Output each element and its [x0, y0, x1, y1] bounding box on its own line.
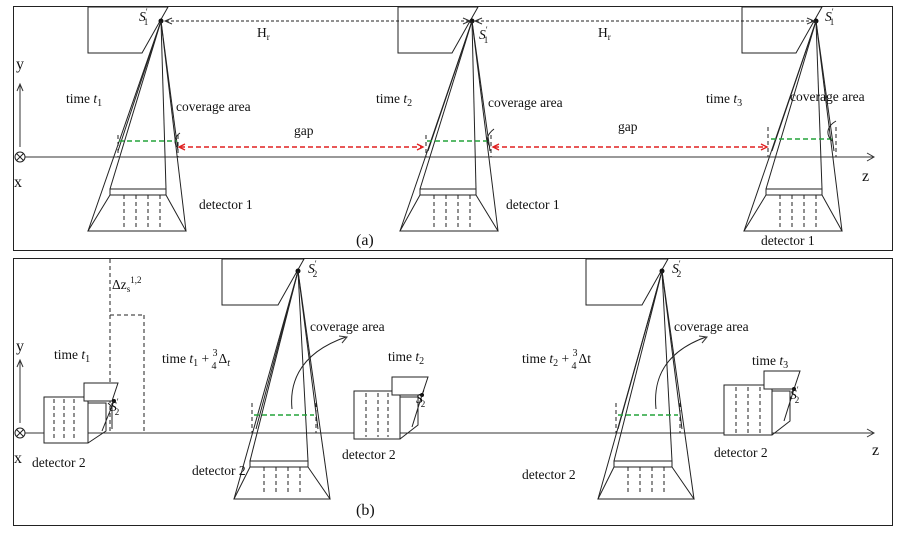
station-t3: coverage area time t3 detector 1 S′1	[706, 6, 865, 248]
svg-text:Hr: Hr	[257, 25, 270, 42]
z-axis-label: z	[872, 442, 879, 459]
y-axis-label: y	[16, 338, 24, 355]
source-label: S′1	[139, 7, 148, 27]
station-t2: coverage area time t2 detector 1 S′1	[376, 6, 563, 232]
detector-label: detector 1	[199, 197, 253, 212]
gap-1: gap	[177, 123, 425, 151]
panel-a-diagram: y x z coverage area time t1 detector 1 S…	[14, 6, 876, 249]
source-housing	[87, 6, 169, 54]
hr-distance-2: Hr	[473, 17, 816, 42]
time-label: time t3	[706, 91, 742, 109]
coverage-label: coverage area	[674, 319, 749, 334]
z-axis-arrowhead	[866, 152, 876, 162]
source-label: S′2	[308, 259, 317, 279]
x-axis-label: x	[14, 450, 22, 467]
z-axis-arrowhead	[866, 428, 876, 438]
source-label: S′1	[479, 25, 488, 45]
panel-b: y x z Δzs1,2 S′2 time t1 detector 2	[13, 258, 893, 526]
panel-a-label: (a)	[356, 232, 374, 249]
time-label: time t2	[388, 349, 424, 367]
delta-z-marker: Δzs1,2	[109, 259, 145, 431]
detector-label: detector 2	[522, 467, 576, 482]
gap-label: gap	[294, 123, 314, 138]
time-label: time t1	[66, 91, 102, 109]
detector-module	[109, 188, 167, 196]
detector-label: detector 1	[761, 233, 815, 248]
y-axis-label: y	[16, 56, 24, 73]
y-axis-arrowhead	[16, 82, 24, 92]
source-label: S′2	[416, 389, 425, 409]
small-detector-t2: S′2 time t2 detector 2	[342, 349, 429, 462]
y-axis-arrowhead	[16, 358, 24, 368]
detector-label: detector 2	[714, 445, 768, 460]
coverage-label: coverage area	[176, 99, 251, 114]
source-label: S′2	[110, 397, 119, 417]
svg-text:Hr: Hr	[598, 25, 611, 42]
coverage-label: coverage area	[790, 89, 865, 104]
time-label: time t1	[54, 347, 90, 365]
small-detector-t1: S′2 time t1 detector 2	[32, 347, 119, 470]
hr-distance-1: Hr	[163, 17, 472, 42]
small-detector-t3: S′2 time t3 detector 2	[714, 353, 801, 460]
panel-a: y x z coverage area time t1 detector 1 S…	[13, 6, 893, 251]
detector-label: detector 2	[32, 455, 86, 470]
source-label: S′2	[790, 385, 799, 405]
detector-label: detector 2	[342, 447, 396, 462]
gap-label: gap	[618, 119, 638, 134]
source-label: S′1	[825, 7, 834, 27]
gap-2: gap	[491, 119, 769, 151]
x-axis-into-page-icon	[14, 151, 26, 163]
time-label: time t2	[376, 91, 412, 109]
svg-text:Δzs1,2: Δzs1,2	[112, 275, 141, 294]
z-axis-label: z	[862, 168, 869, 185]
coverage-label: coverage area	[488, 95, 563, 110]
panel-b-diagram: y x z Δzs1,2 S′2 time t1 detector 2	[14, 258, 879, 519]
time-label: time t3	[752, 353, 788, 371]
panel-b-label: (b)	[356, 502, 375, 519]
source-label: S′2	[672, 259, 681, 279]
x-axis-label: x	[14, 174, 22, 191]
x-axis-into-page-icon	[14, 427, 26, 439]
station-t1: coverage area time t1 detector 1 S′1	[66, 6, 253, 232]
detector-label: detector 1	[506, 197, 560, 212]
detector-label: detector 2	[192, 463, 246, 478]
coverage-label: coverage area	[310, 319, 385, 334]
